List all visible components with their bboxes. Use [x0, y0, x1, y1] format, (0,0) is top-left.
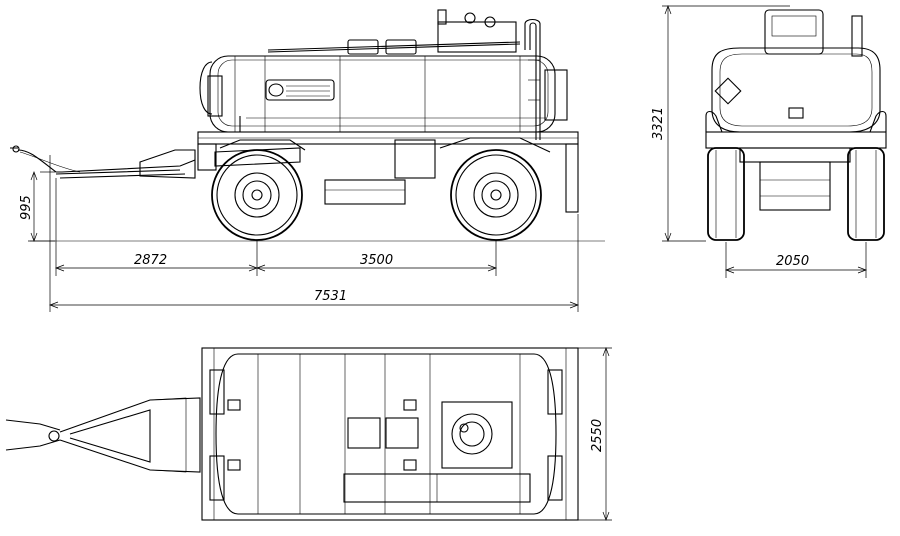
dim-track-width: 2050: [725, 242, 867, 278]
dim-hitch-height: 995: [19, 171, 55, 242]
side-view: 995 2872 3500 7531: [10, 9, 605, 312]
side-drawbar: [10, 145, 196, 179]
dim-wheelbase-label: 3500: [360, 253, 393, 268]
dim-track-width-label: 2050: [776, 254, 809, 269]
side-front-wheel: [211, 149, 303, 241]
dim-overall-width: 2550: [560, 347, 612, 521]
top-view: 2550: [5, 347, 612, 521]
dim-drawbar-label: 2872: [134, 253, 167, 268]
side-frame: [197, 131, 579, 213]
dim-overall-height-label: 3321: [651, 107, 666, 140]
side-rear-wheel: [450, 149, 542, 241]
dim-overall-length: 7531: [49, 155, 579, 312]
dim-overall-length-label: 7531: [314, 289, 347, 304]
dim-axle-spacing: 2872 3500: [55, 178, 497, 276]
side-tank: [199, 9, 568, 140]
rear-view: 3321 2050: [651, 5, 887, 278]
dim-hitch-height-label: 995: [19, 195, 34, 220]
top-drawbar: [5, 397, 201, 473]
dim-overall-height: 3321: [651, 5, 790, 242]
dim-overall-width-label: 2550: [590, 419, 605, 452]
